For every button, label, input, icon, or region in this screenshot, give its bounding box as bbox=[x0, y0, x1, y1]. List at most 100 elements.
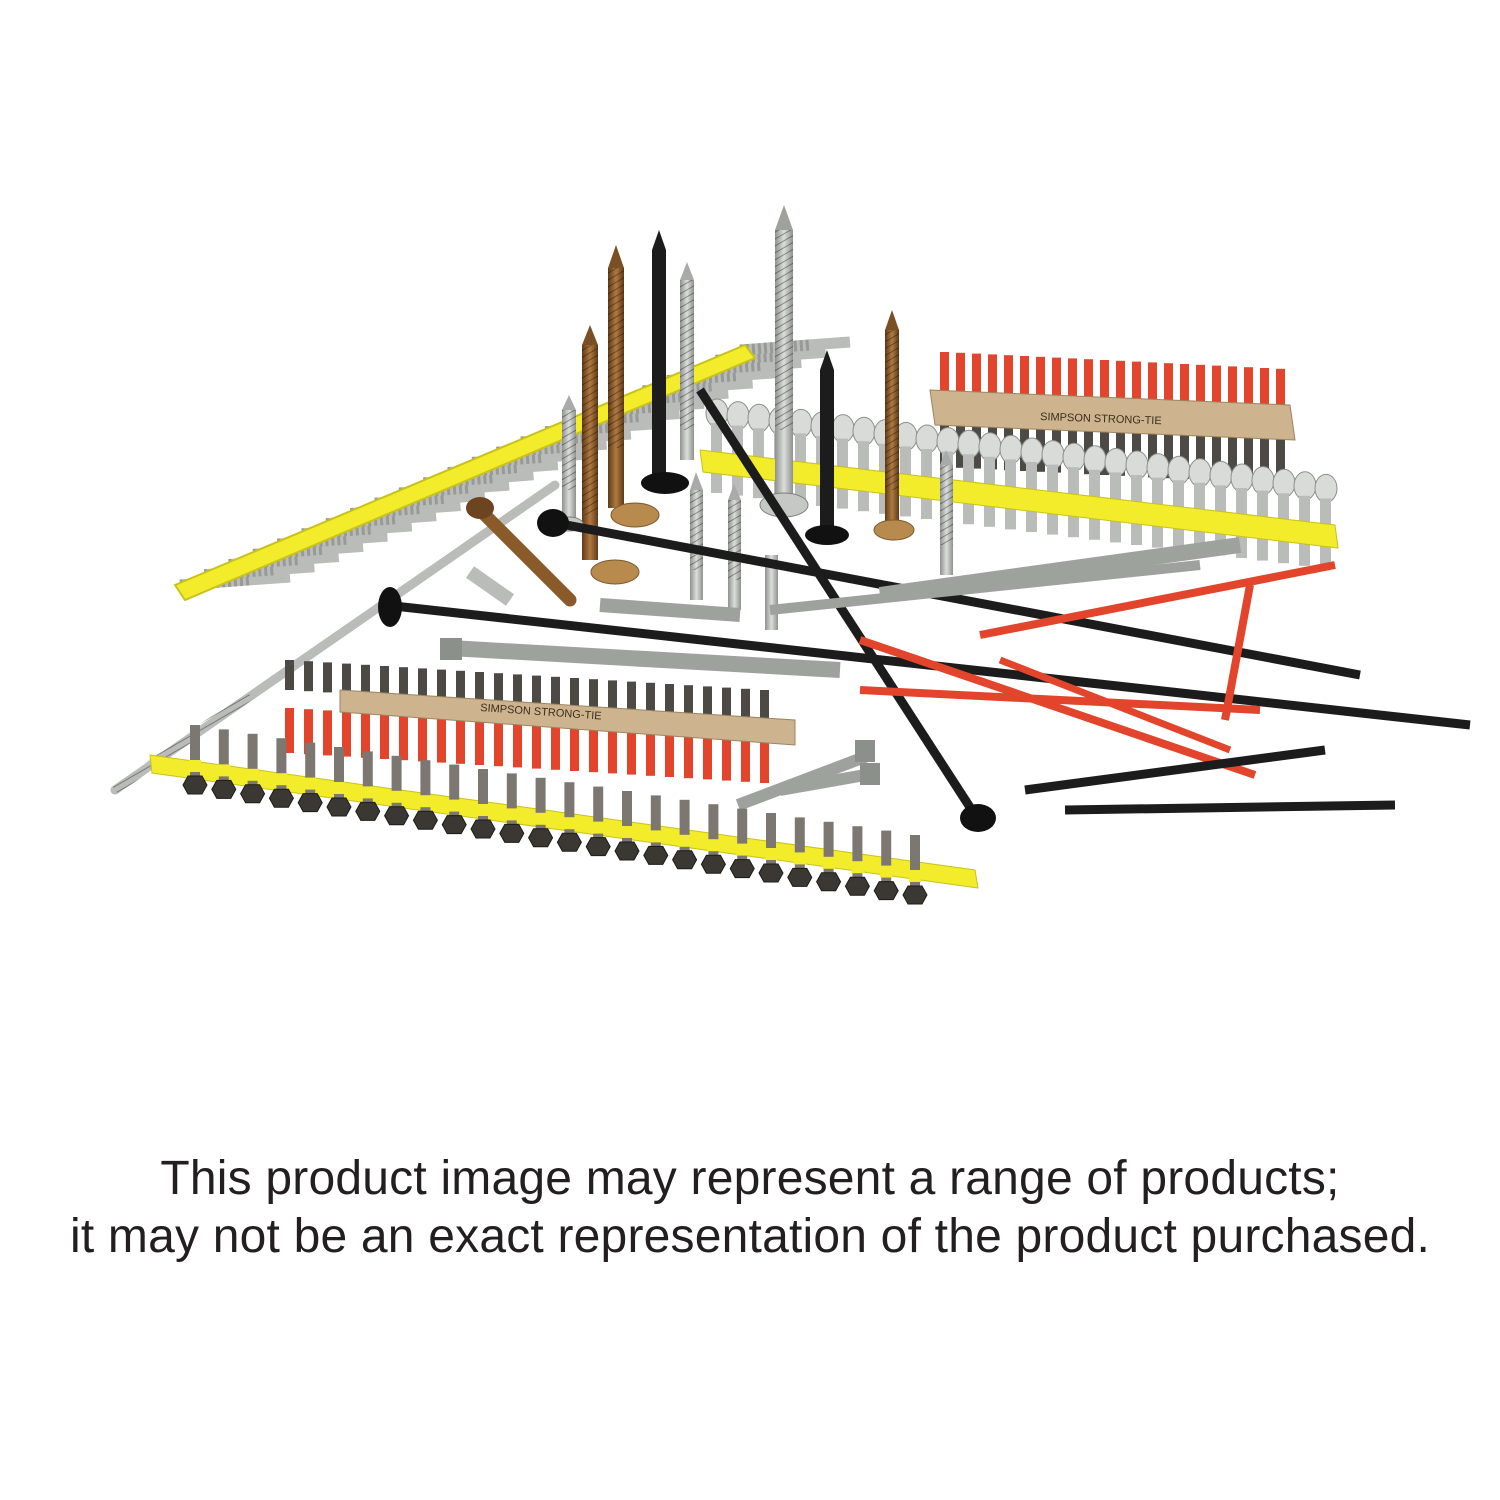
hex-head bbox=[844, 876, 870, 896]
nail-shank bbox=[956, 392, 965, 468]
hex-head bbox=[240, 784, 266, 804]
hex-head bbox=[614, 841, 640, 861]
hex-head bbox=[412, 810, 438, 830]
screw-head bbox=[936, 427, 960, 457]
red-nail-tip bbox=[665, 732, 674, 777]
nail-shank bbox=[627, 681, 636, 712]
nail-shank bbox=[418, 668, 427, 699]
hex-screw-shank bbox=[362, 751, 373, 812]
strip-brand-text: SIMPSON STRONG-TIE bbox=[1040, 411, 1162, 427]
hex-screw-washer bbox=[217, 764, 230, 777]
hex-screw-shank bbox=[650, 795, 661, 856]
red-nail-tip bbox=[532, 723, 541, 769]
nail-shank bbox=[1244, 407, 1253, 483]
screw-head bbox=[1062, 442, 1086, 472]
hex-screw-shank bbox=[190, 725, 200, 785]
hex-screw-shank bbox=[881, 830, 892, 891]
nail-shank bbox=[972, 393, 981, 469]
screw-head bbox=[1188, 458, 1212, 488]
red-nail-tip bbox=[940, 352, 949, 392]
nail-shank bbox=[1004, 395, 1013, 471]
red-nail-tip bbox=[513, 722, 522, 768]
collated-nail-strip-red: SIMPSON STRONG-TIE bbox=[929, 352, 1296, 484]
nail-shank bbox=[703, 686, 712, 717]
nail-shank bbox=[1164, 403, 1173, 479]
hex-head bbox=[672, 850, 698, 870]
hex-head bbox=[326, 797, 352, 817]
screw-head bbox=[999, 434, 1023, 464]
screw-head bbox=[978, 432, 1002, 462]
red-nail-tip bbox=[304, 709, 313, 755]
hex-screw-shank bbox=[564, 782, 575, 843]
nail-shank bbox=[646, 682, 655, 713]
hex-screw-shank bbox=[708, 804, 719, 865]
hex-screw-washer bbox=[822, 856, 835, 869]
hex-screw-shank bbox=[910, 835, 920, 895]
screw-head bbox=[1104, 447, 1128, 477]
hex-screw-shank bbox=[823, 821, 834, 882]
hex-screw-washer bbox=[736, 843, 749, 856]
hex-head bbox=[787, 867, 813, 887]
nail-shank bbox=[380, 666, 389, 696]
nail-shank bbox=[684, 685, 693, 716]
red-nail-tip bbox=[437, 717, 446, 763]
red-nail-tip bbox=[1052, 357, 1061, 398]
screw-head bbox=[1230, 463, 1254, 493]
red-nail-tip bbox=[551, 724, 560, 770]
hex-screw-washer bbox=[880, 865, 893, 878]
hex-screw-washer bbox=[448, 799, 461, 812]
screw-head bbox=[915, 424, 939, 454]
red-nail-tip bbox=[972, 353, 981, 394]
hex-screw-washer bbox=[419, 795, 432, 808]
hex-screw-washer bbox=[534, 812, 547, 825]
hex-screw-shank bbox=[506, 773, 517, 834]
red-nail-tip bbox=[1036, 356, 1045, 397]
nail-shank bbox=[722, 687, 731, 718]
red-nail-tip bbox=[1196, 364, 1205, 405]
screw-head bbox=[1293, 471, 1317, 501]
hex-screw-shank bbox=[852, 826, 863, 887]
nail-shank bbox=[1020, 396, 1029, 471]
screw-head bbox=[831, 414, 855, 444]
hex-head bbox=[816, 872, 842, 892]
hex-screw-shank bbox=[391, 755, 402, 816]
hex-screw-shank bbox=[334, 747, 344, 807]
nail-shank bbox=[760, 690, 769, 720]
nail-shank bbox=[361, 664, 370, 695]
disclaimer-line-1: This product image may represent a range… bbox=[160, 1152, 1340, 1205]
nail-shank bbox=[589, 679, 598, 710]
strip-screw bbox=[739, 336, 851, 356]
hex-screw-washer bbox=[765, 848, 777, 860]
product-photo: SIMPSON STRONG-TIE bbox=[110, 205, 1471, 905]
hex-screw-washer bbox=[477, 804, 489, 816]
red-nail-tip bbox=[1100, 360, 1109, 400]
red-nail-tip bbox=[342, 711, 351, 757]
red-nail-tip bbox=[646, 730, 655, 776]
red-nail-tip bbox=[1068, 358, 1077, 399]
hex-head bbox=[700, 854, 726, 874]
nail-shank bbox=[1260, 408, 1269, 483]
red-nail-tip bbox=[475, 720, 484, 765]
hex-screw-shank bbox=[622, 791, 632, 851]
hex-screw-shank bbox=[276, 738, 287, 799]
red-nail-tip bbox=[456, 718, 465, 764]
nail-shank bbox=[988, 394, 997, 470]
hex-screw-shank bbox=[737, 808, 748, 869]
screw-head bbox=[1251, 466, 1275, 496]
red-nail-tip bbox=[988, 354, 997, 395]
hex-screw-shank bbox=[478, 769, 488, 829]
nail-shank bbox=[1116, 400, 1125, 476]
screw-head bbox=[1167, 455, 1191, 485]
hex-screw-washer bbox=[304, 777, 317, 790]
red-nail-tip bbox=[1084, 359, 1093, 400]
nail-shank bbox=[551, 676, 560, 707]
nail-shank bbox=[608, 680, 617, 711]
screw-head bbox=[1020, 437, 1044, 467]
red-nail-tip bbox=[1020, 356, 1029, 396]
black-screws-lower bbox=[1024, 745, 1396, 815]
screw-head bbox=[852, 416, 876, 446]
hex-screw-washer bbox=[361, 786, 374, 799]
hex-head bbox=[585, 837, 611, 857]
hex-head bbox=[902, 885, 928, 905]
red-nail-tip bbox=[589, 727, 598, 773]
